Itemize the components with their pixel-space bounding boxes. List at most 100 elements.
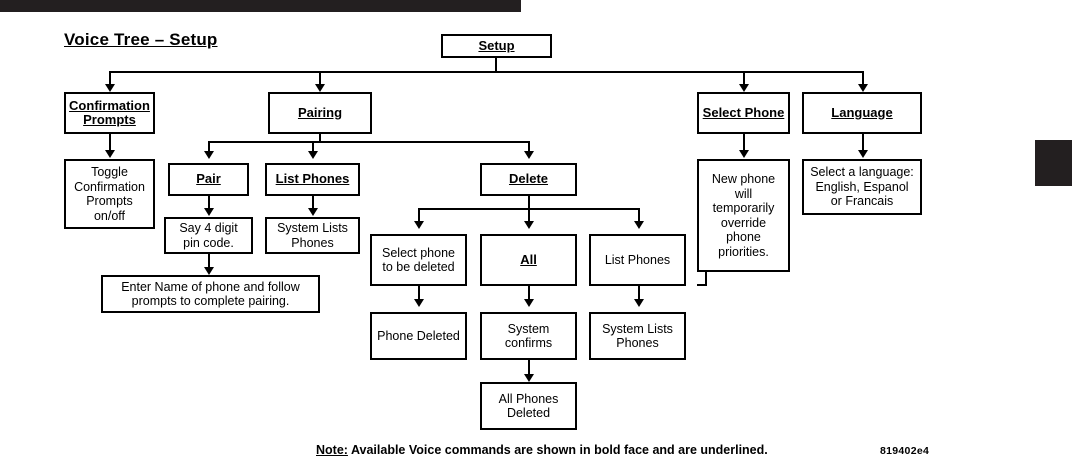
- node-system-confirms-line1: System: [507, 321, 550, 336]
- node-language-label: Language: [831, 104, 893, 120]
- connector-all-to-systemconfirms: [528, 286, 530, 300]
- arrow-to-system-confirms: [524, 299, 534, 307]
- footer-note: Note: Available Voice commands are shown…: [316, 443, 768, 457]
- arrow-to-select-phone-delete: [414, 221, 424, 229]
- arrow-to-language: [858, 84, 868, 92]
- arrow-to-all: [524, 221, 534, 229]
- arrow-to-enter-name: [204, 267, 214, 275]
- arrow-to-say-pin: [204, 208, 214, 216]
- arrow-to-system-lists-delete: [634, 299, 644, 307]
- connector-selectphone-to-newphone: [743, 133, 745, 151]
- node-select-language-line3: or Francais: [830, 194, 894, 209]
- connector-listphonesdelete-to-systemlists: [638, 286, 640, 300]
- node-phone-deleted: Phone Deleted: [370, 312, 467, 360]
- node-list-phones-pairing[interactable]: List Phones: [265, 163, 360, 196]
- node-new-phone-line5: phone: [726, 230, 761, 244]
- arrow-to-all-phones-deleted: [524, 374, 534, 382]
- top-black-bar: [0, 0, 521, 12]
- node-system-confirms-line2: confirms: [504, 336, 553, 350]
- connector-bus-to-select-phone: [743, 71, 745, 85]
- node-select-a-language: Select a language: English, Espanol or F…: [802, 159, 922, 215]
- node-setup[interactable]: Setup: [441, 34, 552, 58]
- connector-bus-to-pairing: [319, 71, 321, 85]
- footer-note-label: Note:: [316, 443, 348, 457]
- node-all-phones-deleted-line2: Deleted: [506, 406, 551, 420]
- node-select-language-line1: Select a language:: [810, 165, 914, 180]
- node-list-phones-pairing-label: List Phones: [275, 171, 350, 187]
- arrow-to-list-phones-pairing: [308, 151, 318, 159]
- node-pairing-label: Pairing: [297, 104, 343, 120]
- connector-language-to-selectlanguage: [862, 133, 864, 151]
- connector-pair-to-pin: [208, 196, 210, 209]
- node-new-phone-override: New phone will temporarily override phon…: [697, 159, 790, 272]
- node-pair-label: Pair: [196, 171, 221, 187]
- arrow-to-new-phone-override: [739, 150, 749, 158]
- arrow-to-system-lists-pairing: [308, 208, 318, 216]
- node-phone-deleted-label: Phone Deleted: [377, 328, 460, 343]
- node-enter-name-line2: prompts to complete pairing.: [131, 294, 290, 308]
- connector-selectphone-to-phonedeleted: [418, 286, 420, 300]
- node-new-phone-line6: priorities.: [718, 244, 769, 259]
- footer-note-text: Available Voice commands are shown in bo…: [347, 443, 768, 457]
- node-all-label: All: [520, 251, 537, 267]
- node-select-phone[interactable]: Select Phone: [697, 92, 790, 134]
- arrow-to-confirmation-prompts: [105, 84, 115, 92]
- connector-bus-to-list-phones-pairing: [312, 141, 314, 152]
- node-system-lists-phones-delete: System Lists Phones: [589, 312, 686, 360]
- node-new-phone-line1: New phone: [711, 172, 776, 186]
- node-system-lists-pairing-line2: Phones: [291, 235, 334, 250]
- arrow-to-phone-deleted: [414, 299, 424, 307]
- node-new-phone-line2: will: [734, 186, 753, 201]
- connector-bus-to-all: [528, 208, 530, 222]
- node-language[interactable]: Language: [802, 92, 922, 134]
- node-select-language-line2: English, Espanol: [815, 179, 909, 194]
- arrow-to-pairing: [315, 84, 325, 92]
- node-say-pin-line2: pin code.: [183, 235, 234, 250]
- connector-main-bus: [109, 71, 862, 73]
- node-say-pin-code: Say 4 digit pin code.: [164, 217, 253, 254]
- document-code: 819402e4: [880, 445, 930, 457]
- arrow-to-delete: [524, 151, 534, 159]
- node-say-pin-line1: Say 4 digit: [179, 221, 238, 235]
- node-system-confirms: System confirms: [480, 312, 577, 360]
- node-enter-name-of-phone: Enter Name of phone and follow prompts t…: [101, 275, 320, 313]
- connector-bus-to-delete: [528, 141, 530, 152]
- node-all-phones-deleted-line1: All Phones: [498, 391, 559, 406]
- node-select-phone-delete-line1: Select phone: [382, 245, 455, 260]
- node-system-lists-delete-line2: Phones: [616, 336, 659, 350]
- node-toggle-line4: on/off: [93, 208, 126, 223]
- node-all-phones-deleted: All Phones Deleted: [480, 382, 577, 430]
- node-list-phones-delete: List Phones: [589, 234, 686, 286]
- node-enter-name-line1: Enter Name of phone and follow: [121, 279, 300, 294]
- connector-bus-to-confirmation: [109, 71, 111, 85]
- page-title: Voice Tree – Setup: [64, 30, 218, 49]
- connector-setup-stem: [495, 57, 497, 73]
- side-black-tab: [1035, 140, 1072, 186]
- connector-confirmation-to-toggle: [109, 133, 111, 151]
- node-system-lists-phones-pairing: System Lists Phones: [265, 217, 360, 254]
- node-new-phone-line4: override: [720, 215, 767, 230]
- arrow-to-list-phones-delete: [634, 221, 644, 229]
- node-list-phones-delete-label: List Phones: [604, 252, 671, 267]
- node-all[interactable]: All: [480, 234, 577, 286]
- connector-bus-to-list-phones-delete: [638, 208, 640, 222]
- node-toggle-confirmation-prompts: Toggle Confirmation Prompts on/off: [64, 159, 155, 229]
- node-confirmation-prompts-label-line1: Confirmation: [69, 97, 150, 113]
- node-system-lists-delete-line1: System Lists: [602, 321, 673, 336]
- node-toggle-line3: Prompts: [86, 194, 133, 208]
- node-pairing[interactable]: Pairing: [268, 92, 372, 134]
- node-confirmation-prompts[interactable]: Confirmation Prompts: [64, 92, 155, 134]
- node-delete-label: Delete: [508, 171, 549, 187]
- node-system-lists-pairing-line1: System Lists: [277, 221, 348, 235]
- node-pair[interactable]: Pair: [168, 163, 249, 196]
- connector-pin-to-entername: [208, 254, 210, 268]
- node-toggle-line1: Toggle: [91, 165, 128, 179]
- connector-listphones-to-systemlists: [312, 196, 314, 209]
- node-new-phone-line3: temporarily: [712, 201, 775, 215]
- node-toggle-line2: Confirmation: [74, 179, 145, 194]
- node-delete[interactable]: Delete: [480, 163, 577, 196]
- node-confirmation-prompts-label-line2: Prompts: [83, 112, 136, 127]
- arrow-to-pair: [204, 151, 214, 159]
- connector-bus-to-pair: [208, 141, 210, 152]
- arrow-to-toggle-confirmation: [105, 150, 115, 158]
